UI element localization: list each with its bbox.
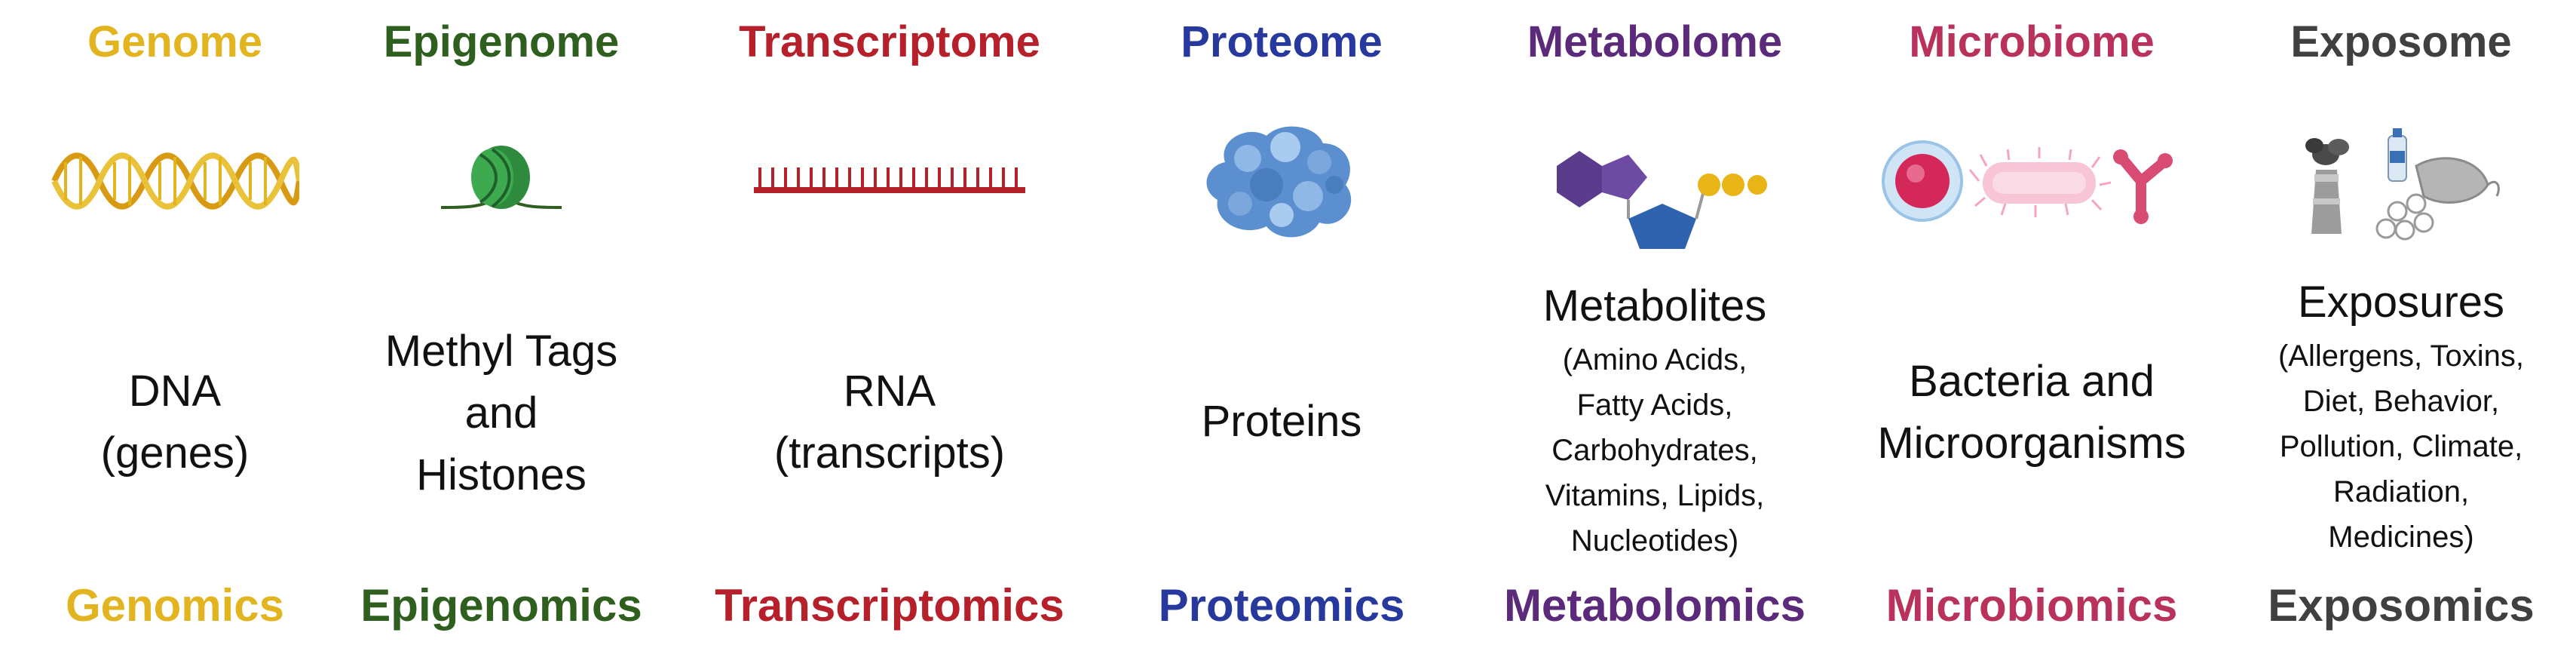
column-microbiome: Microbiome (1858, 0, 2205, 645)
column-transcriptome: Transcriptome RNA (712, 0, 1067, 645)
column-footer: Microbiomics (1885, 580, 2178, 631)
nucleosome-icon (335, 106, 667, 256)
column-proteome: Proteome Proteins Proteomics (1116, 0, 1447, 645)
column-exposome: Exposome Exposu (2235, 0, 2567, 645)
column-epigenome: Epigenome Methyl Tags and Histones Epige… (335, 0, 667, 645)
column-title: Metabolome (1527, 17, 1783, 66)
rna-strand-icon (712, 106, 1067, 256)
metabolite-molecule-icon (1481, 113, 1828, 264)
column-footer: Genomics (65, 580, 285, 631)
column-title: Microbiome (1909, 17, 2155, 66)
column-title: Exposome (2290, 17, 2512, 66)
column-title: Epigenome (383, 17, 620, 66)
column-description: Exposures (Allergens, Toxins, Diet, Beha… (2277, 278, 2525, 554)
column-footer: Transcriptomics (715, 580, 1064, 631)
column-metabolome: Metabolome Metabolites (Amino Acids, Fat… (1481, 0, 1828, 645)
column-description: Metabolites (Amino Acids, Fatty Acids, C… (1542, 281, 1767, 557)
column-title: Proteome (1181, 17, 1383, 66)
column-description: Methyl Tags and Histones (384, 327, 618, 499)
column-description: Bacteria and Microorganisms (1877, 357, 2186, 468)
environmental-exposures-icon (2235, 113, 2567, 264)
dna-double-helix-icon (9, 106, 341, 256)
column-footer: Proteomics (1158, 580, 1405, 631)
column-title: Genome (87, 17, 263, 66)
column-footer: Exposomics (2268, 580, 2535, 631)
microorganisms-icon (1858, 106, 2205, 256)
protein-structure-icon (1116, 106, 1447, 256)
column-title: Transcriptome (739, 17, 1040, 66)
column-footer: Epigenomics (360, 580, 642, 631)
column-description: RNA (transcripts) (773, 367, 1006, 478)
column-genome: Genome DNA (genes) Genomics (9, 0, 341, 645)
column-description: DNA (genes) (100, 367, 250, 478)
column-description: Proteins (1201, 397, 1362, 446)
column-footer: Metabolomics (1503, 580, 1806, 631)
